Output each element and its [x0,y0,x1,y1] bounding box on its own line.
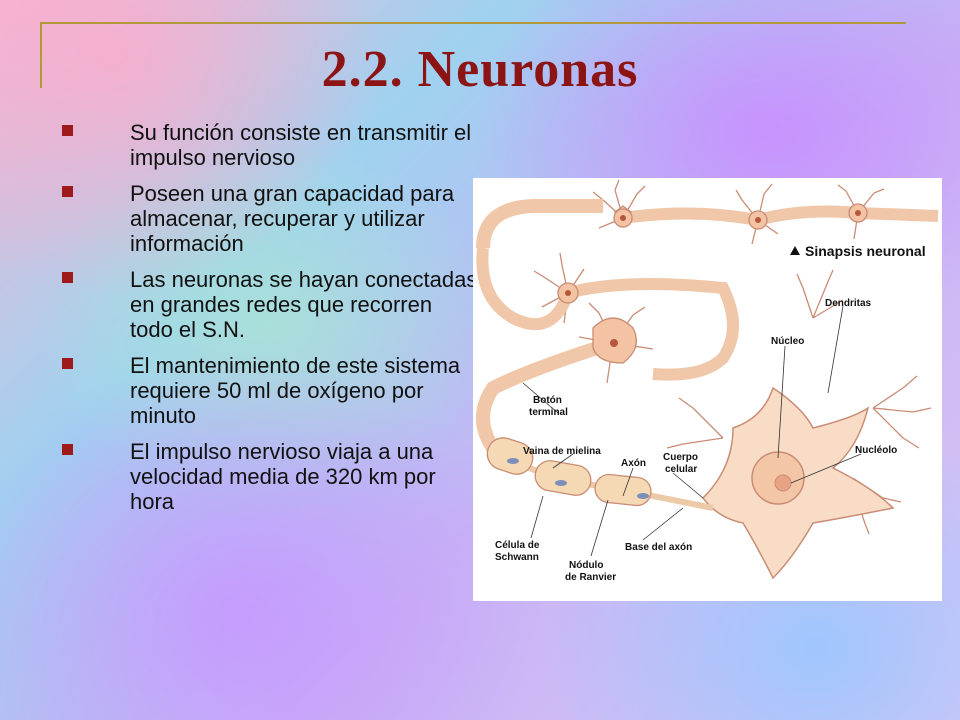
nucleolus [774,474,792,492]
bullet-text: El mantenimiento de este sistema requier… [130,353,461,428]
label-axon: Axón [621,458,646,469]
neuron-diagram: Sinapsis neuronal Dendritas Núcleo Botón… [473,178,942,601]
label-nucleus: Núcleo [771,336,804,347]
square-bullet-icon [62,272,73,283]
label-schwann-cell-2: Schwann [495,552,539,563]
label-ranvier-node-1: Nódulo [569,560,603,571]
label-schwann-cell-1: Célula de [495,540,540,551]
label-myelin-sheath: Vaina de mielina [523,446,601,457]
bullet-text: El impulso nervioso viaja a una velocida… [130,439,436,514]
slide-title: 2.2. Neuronas [321,41,639,98]
bullet-text: Su función consiste en transmitir el imp… [130,120,472,170]
square-bullet-icon [62,358,73,369]
label-terminal-button-2: terminal [529,407,568,418]
bullet-item: Poseen una gran capacidad para almacenar… [58,181,478,256]
bullet-item: El mantenimiento de este sistema requier… [58,353,478,428]
bullet-item: Su función consiste en transmitir el imp… [58,120,478,170]
label-axon-base: Base del axón [625,542,692,553]
bullet-item: Las neuronas se hayan conectadas en gran… [58,267,478,342]
label-dendrites: Dendritas [825,298,872,309]
label-cell-body-2: celular [665,464,697,475]
triangle-pointer-icon [790,246,800,255]
myelin-segments [486,437,652,507]
square-bullet-icon [62,186,73,197]
bullet-item: El impulso nervioso viaja a una velocida… [58,439,478,514]
small-nuclei [565,210,861,347]
label-cell-body-1: Cuerpo [663,452,698,463]
bullet-list: Su función consiste en transmitir el imp… [58,120,478,525]
label-terminal-button-1: Botón [533,395,562,406]
bullet-text: Poseen una gran capacidad para almacenar… [130,181,455,256]
bullet-text: Las neuronas se hayan conectadas en gran… [130,267,478,342]
leader-lines [522,305,862,557]
square-bullet-icon [62,444,73,455]
label-nucleolus: Nucléolo [855,445,897,456]
neuron-illustration: Sinapsis neuronal Dendritas Núcleo Botón… [476,179,939,583]
label-ranvier-node-2: de Ranvier [565,572,616,583]
schwann-nuclei [507,458,649,499]
frame-top-line [40,22,906,24]
square-bullet-icon [62,125,73,136]
frame-left-line [40,22,42,88]
label-synapse: Sinapsis neuronal [805,243,926,259]
